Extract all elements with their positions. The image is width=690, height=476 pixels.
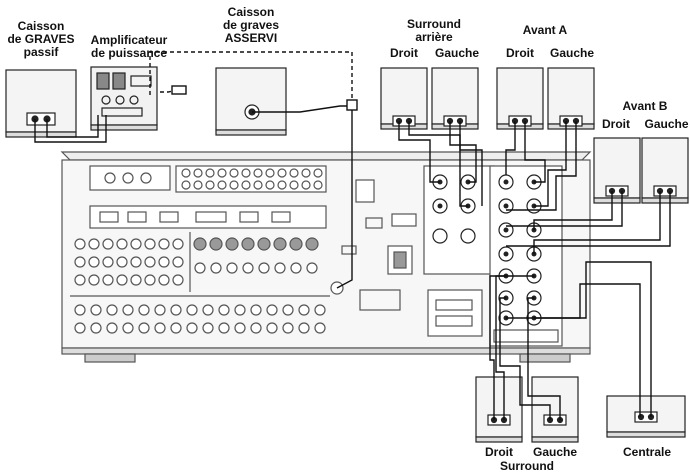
surround-back-right-speaker [380,67,428,130]
front-b-right-label: Droit [602,117,630,131]
front-a-left-label: Gauche [549,46,594,60]
powered-subwoofer [215,67,287,136]
center-label: Centrale [622,445,672,459]
powered-subwoofer-label-line2: de graves [222,18,280,32]
passive-subwoofer-label-line2: de GRAVES [7,32,75,46]
passive-subwoofer-label-line3: passif [23,45,59,59]
surround-back-left-label: Gauche [434,46,479,60]
power-amplifier [90,66,158,131]
power-amplifier-label-line1: Amplificateur [90,33,168,47]
front-a-right-label: Droit [506,46,534,60]
front-a-right-speaker [496,67,544,130]
passive-subwoofer-label-line1: Caisson [17,19,65,33]
passive-subwoofer [5,69,77,138]
surround-back-left-speaker [431,67,479,130]
powered-subwoofer-label-line3: ASSERVI [224,31,278,45]
front-b-label: Avant B [622,99,668,113]
surround-left-label: Gauche [532,445,577,459]
front-b-left-label: Gauche [644,117,689,131]
front-a-left-speaker [547,67,595,130]
front-b-left-speaker [641,137,689,204]
surround-right-speaker [475,376,523,443]
power-amplifier-label-line2: de puissance [90,46,168,60]
center-speaker [606,395,686,438]
powered-subwoofer-label-line1: Caisson [227,5,275,19]
surround-right-label: Droit [485,445,513,459]
surround-left-speaker [531,376,579,443]
speaker-wires [34,51,671,420]
surround-back-label-line2: arrière [415,30,453,44]
front-a-label: Avant A [522,23,568,37]
surround-back-label-line1: Surround [407,17,461,31]
surround-back-right-label: Droit [390,46,418,60]
receiver-rear-panel [60,151,592,363]
front-b-right-speaker [593,137,641,204]
surround-label: Surround [500,459,554,473]
